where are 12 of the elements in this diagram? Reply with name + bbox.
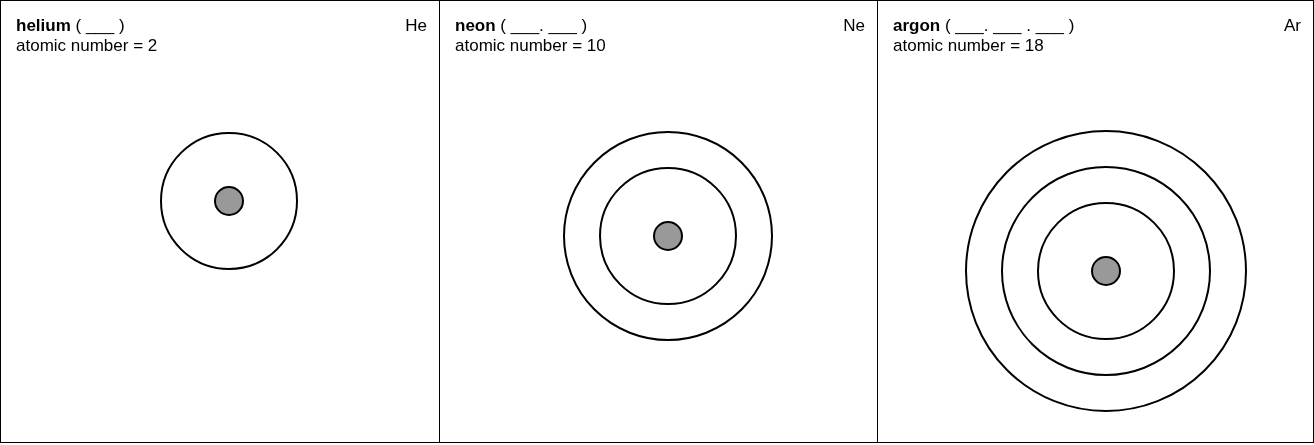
atomic-number-text: atomic number = 10	[455, 36, 606, 56]
element-heading: neon ( ___. ___ )	[455, 16, 588, 36]
element-heading: argon ( ___. ___ . ___ )	[893, 16, 1075, 36]
panel	[877, 0, 1314, 443]
atomic-number-text: atomic number = 18	[893, 36, 1044, 56]
atomic-number-text: atomic number = 2	[16, 36, 158, 56]
element-symbol: Ar	[1284, 16, 1301, 36]
element-symbol: He	[405, 16, 427, 36]
panel	[439, 0, 878, 443]
panel	[0, 0, 440, 443]
element-symbol: Ne	[843, 16, 865, 36]
element-heading: helium ( ___ )	[16, 16, 125, 36]
